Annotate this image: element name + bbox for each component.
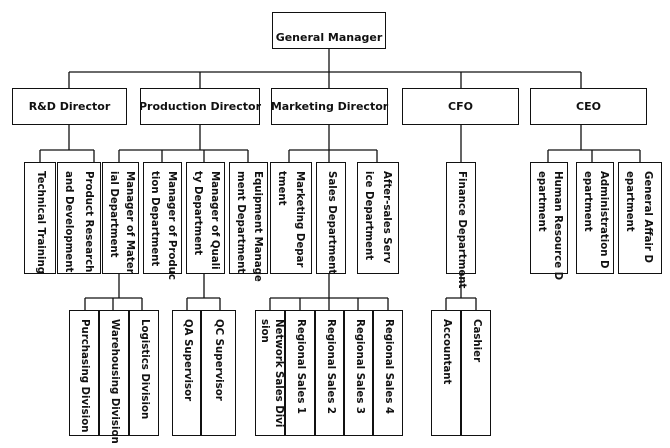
general-manager-box: General Manager: [272, 12, 386, 49]
regional-sales-4-box: Regional Sales 4: [373, 310, 403, 436]
logistics-division-label: Logistics Division: [139, 319, 150, 420]
cfo-box: CFO: [402, 88, 519, 125]
production-director-label: Production Director: [138, 100, 262, 113]
materials-dept-box: ial Department Manager of Mater: [102, 162, 139, 274]
regional-sales-3-box: Regional Sales 3: [344, 310, 373, 436]
cfo-label: CFO: [448, 100, 473, 113]
production-dept-label-line2: tion Department: [149, 171, 160, 267]
quality-dept-label-line2: ty Department: [192, 171, 203, 256]
administration-dept-box: epartment Administration D: [576, 162, 614, 274]
regional-sales-1-label: Regional Sales 1: [295, 319, 306, 415]
quality-dept-box: ty Department Manager of Quali: [186, 162, 225, 274]
regional-sales-1-box: Regional Sales 1: [285, 310, 315, 436]
marketing-dept-box: tment Marketing Depar: [270, 162, 312, 274]
production-director-box: Production Director: [138, 88, 262, 125]
equipment-dept-label-line2: ment Department: [235, 171, 246, 274]
ceo-label: CEO: [576, 100, 601, 113]
materials-dept-label-line2: ial Department: [108, 171, 119, 258]
general-affair-dept-label-line1: General Affair D: [642, 171, 653, 263]
hr-dept-label-line1: Human Resource D: [552, 171, 563, 281]
general-affair-dept-label-line2: epartment: [624, 171, 635, 232]
equipment-dept-box: ment Department Equipment Manage: [229, 162, 268, 282]
logistics-division-box: Logistics Division: [129, 310, 159, 436]
after-sales-dept-box: ice Department After-sales Serv: [357, 162, 399, 274]
marketing-dept-label-line2: tment: [276, 171, 287, 206]
qc-supervisor-label: QC Supervisor: [213, 319, 224, 401]
accountant-label: Accountant: [441, 319, 452, 385]
cashier-box: Cashier: [461, 310, 491, 436]
cashier-label: Cashier: [471, 319, 482, 363]
general-affair-dept-box: epartment General Affair D: [618, 162, 662, 274]
technical-training-box: Technical Training: [24, 162, 56, 274]
warehousing-division-box: Warehousing Division: [99, 310, 129, 444]
product-rd-box: and Development Product Research: [57, 162, 101, 274]
regional-sales-2-label: Regional Sales 2: [325, 319, 336, 415]
qa-supervisor-label: QA Supervisor: [182, 319, 193, 402]
accountant-box: Accountant: [431, 310, 461, 436]
marketing-director-box: Marketing Director: [271, 88, 388, 125]
materials-dept-label-line1: Manager of Mater: [124, 171, 135, 274]
sales-dept-box: Sales Department: [316, 162, 346, 274]
hr-dept-box: epartment Human Resource D: [530, 162, 568, 280]
network-sales-division-label-line1: Network Sales Divi: [273, 319, 284, 428]
administration-dept-label-line1: Administration D: [598, 171, 609, 269]
network-sales-division-box: sion Network Sales Divi: [255, 310, 285, 436]
product-rd-label-line2: and Development: [63, 171, 74, 273]
qa-supervisor-box: QA Supervisor: [172, 310, 201, 436]
production-dept-label-line1: Manager of Produc: [166, 171, 177, 280]
ceo-box: CEO: [530, 88, 647, 125]
finance-dept-label: Finance Department: [456, 171, 467, 289]
network-sales-division-label-line2: sion: [259, 319, 270, 343]
regional-sales-4-label: Regional Sales 4: [383, 319, 394, 415]
administration-dept-label-line2: epartment: [582, 171, 593, 232]
sales-dept-label: Sales Department: [326, 171, 337, 275]
qc-supervisor-box: QC Supervisor: [201, 310, 236, 436]
purchasing-division-box: Purchasing Division: [69, 310, 99, 436]
after-sales-dept-label-line1: After-sales Serv: [381, 171, 392, 264]
hr-dept-label-line2: epartment: [536, 171, 547, 232]
quality-dept-label-line1: Manager of Quali: [209, 171, 220, 270]
marketing-dept-label-line1: Marketing Depar: [294, 171, 305, 268]
technical-training-label: Technical Training: [35, 171, 46, 275]
regional-sales-3-label: Regional Sales 3: [354, 319, 365, 415]
rd-director-box: R&D Director: [12, 88, 127, 125]
rd-director-label: R&D Director: [28, 100, 111, 113]
production-dept-box: tion Department Manager of Produc: [143, 162, 182, 280]
finance-dept-box: Finance Department: [446, 162, 476, 288]
equipment-dept-label-line1: Equipment Manage: [252, 171, 263, 282]
purchasing-division-label: Purchasing Division: [79, 319, 90, 433]
warehousing-division-label: Warehousing Division: [109, 319, 120, 444]
marketing-director-label: Marketing Director: [270, 100, 389, 113]
general-manager-label: General Manager: [275, 31, 383, 44]
product-rd-label-line1: Product Research: [83, 171, 94, 273]
after-sales-dept-label-line2: ice Department: [363, 171, 374, 261]
regional-sales-2-box: Regional Sales 2: [315, 310, 344, 436]
